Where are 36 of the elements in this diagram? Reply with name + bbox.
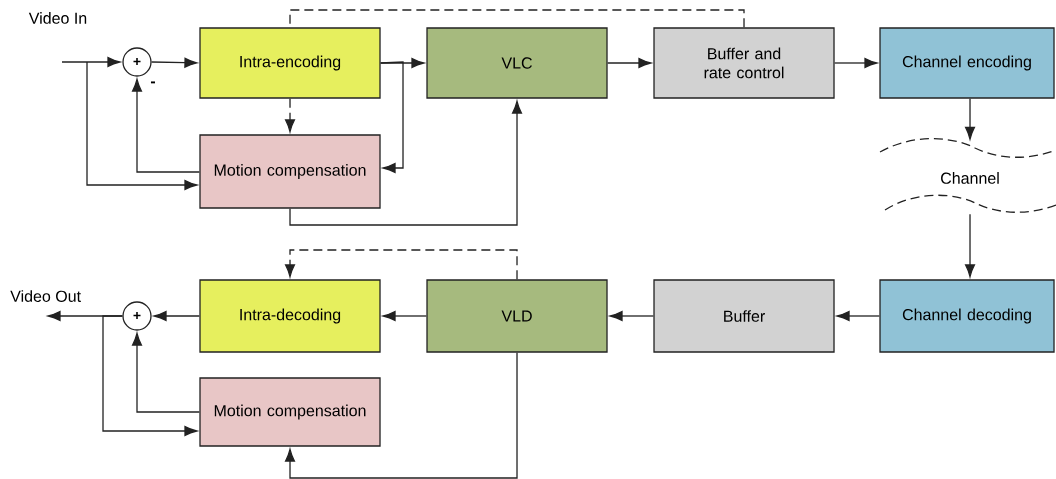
signal-label: Video In	[28, 12, 87, 24]
arrow	[86, 61, 198, 191]
process-box: Buffer and rate control	[653, 27, 835, 99]
arrow	[609, 310, 654, 322]
process-box: Motion compensation	[199, 377, 381, 447]
process-box: VLC	[426, 27, 608, 99]
arrow	[834, 57, 878, 69]
signal-label: Video Out	[10, 290, 81, 302]
process-box: Motion compensation	[199, 134, 381, 209]
arrow	[382, 310, 427, 322]
process-box: Channel decoding	[879, 279, 1055, 353]
arrow	[284, 98, 296, 133]
summing-junction: +	[122, 301, 152, 331]
arrow	[289, 100, 523, 226]
arrow	[102, 315, 198, 437]
arrow	[380, 61, 404, 174]
arrow	[61, 56, 121, 68]
summing-junction: +	[122, 47, 152, 77]
arrow	[131, 78, 200, 173]
arrow	[284, 249, 518, 280]
arrow	[965, 213, 976, 278]
arrow	[153, 310, 200, 322]
arrow	[965, 98, 976, 140]
connector-line	[289, 9, 745, 28]
process-box: Intra-encoding	[199, 27, 381, 99]
process-box: Buffer	[653, 279, 835, 353]
arrow	[284, 352, 518, 479]
arrow	[131, 332, 200, 413]
arrow	[607, 57, 652, 69]
sign-label: -	[150, 81, 156, 84]
process-box: VLD	[426, 279, 608, 353]
channel-label: Channel	[941, 172, 999, 184]
arrow	[836, 310, 880, 322]
process-box: Intra-decoding	[199, 279, 381, 353]
process-box: Channel encoding	[879, 27, 1055, 99]
arrow	[151, 57, 198, 68]
